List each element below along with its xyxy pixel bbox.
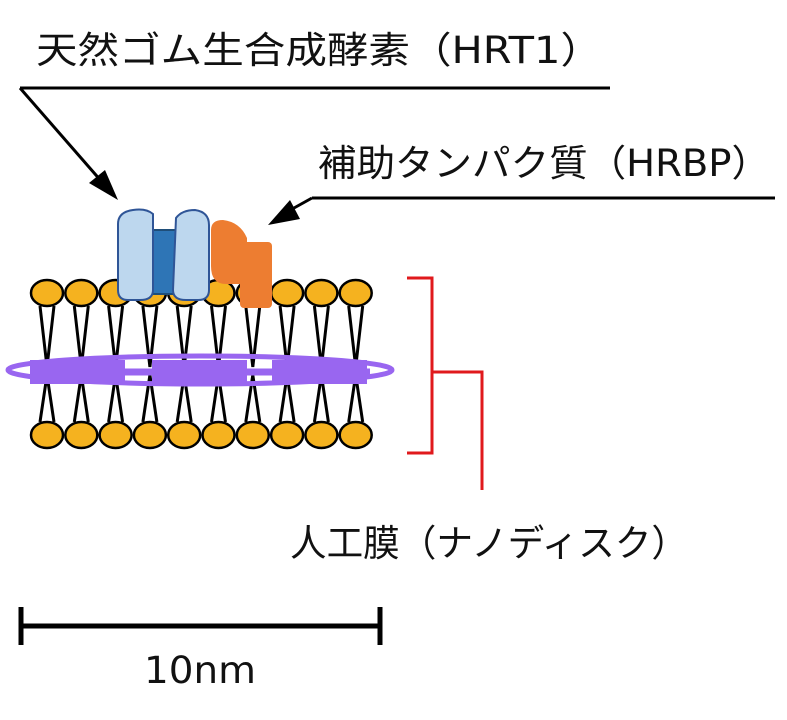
lipid-head-bottom (201, 420, 236, 450)
lipid-head-bottom (166, 420, 202, 450)
scale-bar (18, 607, 383, 645)
helper-label: 補助タンパク質（HRBP） (318, 142, 770, 185)
lipid-head-bottom (29, 420, 65, 450)
lipid-head-top (29, 278, 65, 308)
lipid-head-bottom (338, 420, 373, 450)
lipid-head-top (64, 278, 99, 308)
lipid-head-top (338, 278, 373, 308)
enzyme-leader (18, 86, 610, 200)
helper-hrbp (211, 220, 272, 308)
scale-label: 10nm (144, 649, 256, 692)
lipid-head-bottom (269, 420, 305, 450)
lipid-head-top (269, 278, 305, 308)
scaffold-belt (5, 353, 395, 387)
lipid-head-bottom (235, 420, 271, 450)
lipid-head-bottom (304, 420, 339, 450)
lipid-head-bottom (132, 420, 168, 450)
enzyme-label: 天然ゴム生合成酵素（HRT1） (36, 29, 602, 72)
helper-arrowhead (268, 200, 300, 225)
membrane-label: 人工膜（ナノディスク） (290, 522, 688, 565)
lipid-head-bottom (98, 420, 133, 450)
membrane-bracket (407, 276, 434, 455)
membrane-bracket-leader (432, 370, 484, 490)
helper-leader (268, 196, 775, 225)
lipid-head-bottom (64, 420, 99, 450)
enzyme-hrt1 (117, 208, 210, 301)
lipid-head-top (304, 278, 339, 308)
enzyme-arrowhead (89, 170, 118, 200)
